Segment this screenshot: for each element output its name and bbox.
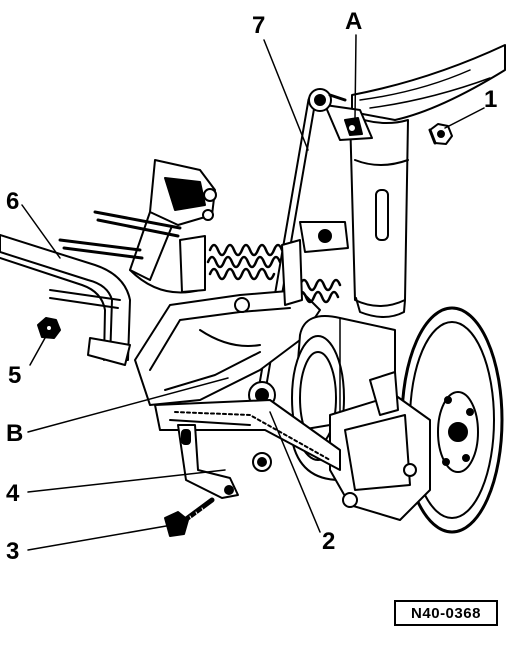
brake-caliper — [299, 371, 431, 521]
callout-3: 3 — [6, 538, 20, 565]
trailing-arm — [154, 399, 341, 471]
callout-7: 7 — [252, 12, 266, 39]
callout-1: 1 — [484, 86, 498, 113]
nut-item-1 — [428, 123, 453, 145]
callout-6: 6 — [6, 188, 20, 215]
upper-mount — [129, 159, 217, 294]
callout-5: 5 — [8, 362, 22, 389]
callout-4: 4 — [6, 480, 20, 507]
subframe — [0, 210, 182, 361]
bracket-item-4 — [177, 424, 272, 499]
control-arm — [134, 289, 321, 406]
shock-absorber — [349, 114, 409, 318]
callout-b: B — [6, 420, 24, 447]
coil-spring — [206, 243, 342, 304]
nut-item-5 — [37, 317, 131, 366]
link-bracket — [324, 104, 373, 141]
bolt-item-3 — [164, 497, 215, 537]
leader-lines — [21, 34, 485, 551]
strut-mount — [351, 44, 506, 121]
callout-a: A — [345, 8, 363, 35]
callout-2: 2 — [322, 528, 336, 555]
figure-code: N40-0368 — [394, 600, 498, 626]
spring-seat — [179, 221, 349, 306]
